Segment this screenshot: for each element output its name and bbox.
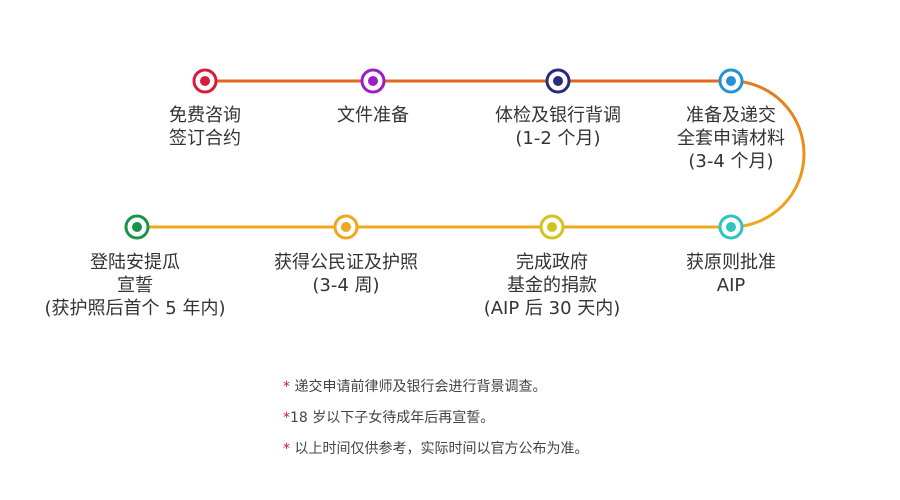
node-dot	[341, 222, 351, 232]
step-label-line: AIP	[716, 275, 746, 296]
footnote-asterisk: *	[283, 410, 290, 426]
step-label-line: 签订合约	[169, 128, 241, 149]
node-dot	[726, 76, 736, 86]
step-label-line: 基金的捐款	[507, 275, 597, 296]
step-label-donation: 完成政府基金的捐款(AIP 后 30 天内)	[484, 251, 621, 320]
step-label-oath: 登陆安提瓜宣誓(获护照后首个 5 年内)	[45, 251, 226, 320]
step-label-line: (AIP 后 30 天内)	[483, 298, 621, 319]
timeline-node-bank	[545, 68, 571, 94]
footnotes: * 递交申请前律师及银行会进行背景调查。 *18 岁以下子女待成年后再宣誓。 *…	[283, 372, 588, 465]
footnote-asterisk: *	[283, 441, 290, 457]
node-dot	[726, 222, 736, 232]
node-dot	[200, 76, 210, 86]
timeline-node-oath	[124, 214, 150, 240]
footnote-time-reference: * 以上时间仅供参考，实际时间以官方公布为准。	[283, 434, 588, 465]
step-label-consult: 免费咨询签订合约	[169, 104, 241, 150]
footnote-text: 18 岁以下子女待成年后再宣誓。	[290, 410, 495, 426]
step-label-line: 获原则批准	[686, 252, 776, 273]
step-label-line: 登陆安提瓜	[89, 252, 180, 273]
step-label-line: 准备及递交	[686, 105, 776, 126]
node-dot	[368, 76, 378, 86]
timeline-node-consult	[192, 68, 218, 94]
timeline-node-approval	[718, 214, 744, 240]
footnote-minor-oath: *18 岁以下子女待成年后再宣誓。	[283, 403, 588, 434]
step-label-line: 体检及银行背调	[495, 105, 621, 126]
step-label-docs: 文件准备	[337, 104, 409, 127]
step-label-line: 全套申请材料	[677, 128, 785, 149]
node-dot	[132, 222, 142, 232]
step-label-line: 获得公民证及护照	[274, 252, 418, 273]
step-label-line: (3-4 周)	[312, 275, 380, 296]
timeline-node-donation	[539, 214, 565, 240]
node-dot	[553, 76, 563, 86]
step-label-passport: 获得公民证及护照(3-4 周)	[274, 251, 418, 297]
node-dot	[547, 222, 557, 232]
footnote-text: 以上时间仅供参考，实际时间以官方公布为准。	[290, 441, 589, 457]
step-label-line: (1-2 个月)	[515, 128, 601, 149]
timeline-curve	[730, 79, 806, 229]
step-label-line: 文件准备	[337, 105, 409, 126]
step-label-line: 免费咨询	[169, 105, 241, 126]
step-label-bank: 体检及银行背调(1-2 个月)	[495, 104, 621, 150]
timeline-node-docs	[360, 68, 386, 94]
footnote-asterisk: *	[283, 379, 290, 395]
step-label-line: 完成政府	[516, 252, 588, 273]
footnote-background-check: * 递交申请前律师及银行会进行背景调查。	[283, 372, 588, 403]
timeline-node-submit	[718, 68, 744, 94]
footnote-text: 递交申请前律师及银行会进行背景调查。	[290, 379, 547, 395]
timeline-node-passport	[333, 214, 359, 240]
step-label-line: 宣誓	[116, 275, 153, 296]
step-label-submit: 准备及递交全套申请材料(3-4 个月)	[677, 104, 785, 173]
step-label-line: (3-4 个月)	[688, 151, 774, 172]
step-label-line: (获护照后首个 5 年内)	[44, 298, 226, 319]
